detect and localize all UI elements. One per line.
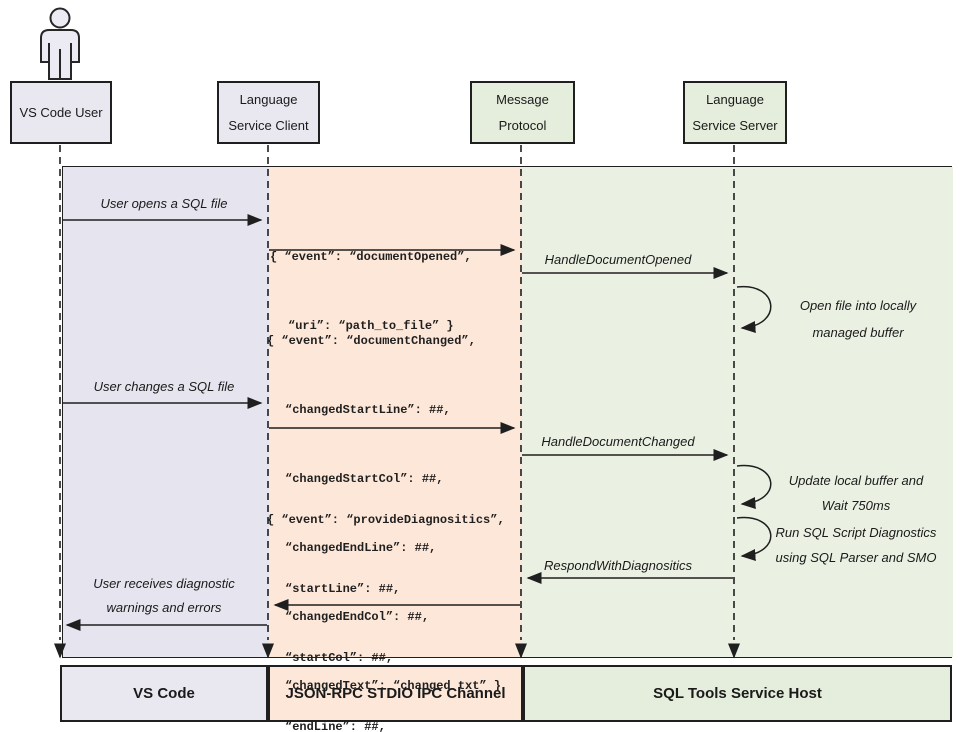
json-line: { “event”: “documentChanged”, — [267, 334, 476, 348]
label-line1: User receives diagnostic — [93, 576, 235, 591]
note-line1: Open file into locally — [799, 298, 917, 313]
note-run-sql-diagnostics: Run SQL Script Diagnostics using SQL Par… — [768, 520, 944, 570]
label-user-opens-file: User opens a SQL file — [100, 196, 228, 211]
json-line: “uri”: “path_to_file” } — [288, 319, 454, 333]
json-line: “changedStartLine”: ##, — [285, 403, 451, 417]
note-line1: Update local buffer and — [788, 473, 924, 488]
label-handle-document-changed: HandleDocumentChanged — [541, 434, 695, 449]
user-actor-icon — [40, 7, 80, 80]
json-line: { “event”: “documentOpened”, — [270, 250, 472, 264]
label-line2: warnings and errors — [106, 600, 222, 615]
note-line2: Wait 750ms — [821, 498, 891, 513]
lane-ipc-channel — [269, 167, 522, 657]
note-open-file-into-buffer: Open file into locally managed buffer — [774, 292, 942, 346]
json-message-provide-diagnostics: { “event”: “provideDiagnositics”, “start… — [267, 463, 505, 732]
actor-label-line1: Language — [706, 91, 764, 107]
json-line: “changedEndCol”: ##, — [285, 610, 430, 624]
label-respond-with-diagnostics: RespondWithDiagnositics — [543, 558, 692, 573]
json-line: “changedEndLine”: ##, — [285, 541, 437, 555]
json-line: { “event”: “provideDiagnositics”, — [267, 513, 505, 527]
json-line: “startLine”: ##, — [285, 582, 401, 596]
actor-box-vscode-user: VS Code User — [10, 81, 112, 144]
json-message-document-opened: { “event”: “documentOpened”, “uri”: “pat… — [270, 200, 472, 384]
json-line: “changedStartCol”: ##, — [285, 472, 444, 486]
note-update-buffer-wait: Update local buffer and Wait 750ms — [768, 468, 944, 518]
actor-label-line2: Service Server — [692, 117, 778, 133]
actor-label-line2: Protocol — [498, 117, 547, 133]
footer-box-vscode: VS Code — [60, 665, 268, 722]
actor-label-line1: Language — [239, 91, 298, 107]
actor-label: VS Code User — [19, 104, 103, 120]
lane-band — [62, 166, 953, 658]
json-line: “endLine”: ##, — [285, 720, 386, 732]
json-line: “changedText”: “changed txt” } — [285, 679, 502, 693]
actor-box-language-service-server: Language Service Server — [683, 81, 787, 144]
footer-box-ipc-channel: JSON-RPC STDIO IPC Channel — [268, 665, 523, 722]
note-line2: using SQL Parser and SMO — [775, 550, 937, 565]
footer-box-sql-tools-service-host: SQL Tools Service Host — [523, 665, 952, 722]
lane-service-host — [522, 167, 953, 657]
label-user-receives-diagnostics: User receives diagnostic warnings and er… — [40, 572, 288, 620]
footer-label: VS Code — [133, 685, 195, 702]
note-line1: Run SQL Script Diagnostics — [775, 525, 937, 540]
label-handle-document-opened: HandleDocumentOpened — [544, 252, 692, 267]
footer-label: JSON-RPC STDIO IPC Channel — [285, 685, 506, 702]
actor-label-line1: Message — [496, 91, 549, 107]
footer-label: SQL Tools Service Host — [653, 685, 822, 702]
label-user-changes-file: User changes a SQL file — [93, 379, 235, 394]
note-line2: managed buffer — [812, 325, 904, 340]
actor-box-language-service-client: Language Service Client — [217, 81, 320, 144]
actor-box-message-protocol: Message Protocol — [470, 81, 575, 144]
json-line: “startCol”: ##, — [285, 651, 394, 665]
lane-vscode — [63, 167, 269, 657]
actor-label-line2: Service Client — [228, 117, 309, 133]
json-message-document-changed: { “event”: “documentChanged”, “changedSt… — [267, 284, 501, 732]
